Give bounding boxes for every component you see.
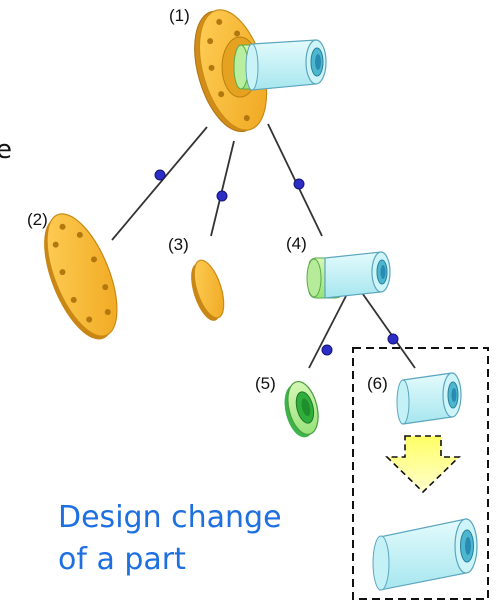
edge-1-4 bbox=[267, 123, 323, 237]
part-node-3: (3) bbox=[168, 235, 225, 321]
left-edge-text-fragment: e bbox=[0, 135, 12, 165]
part-node-4: (4) bbox=[286, 234, 391, 299]
design-change-region-box bbox=[352, 347, 489, 600]
edge-point-1-3 bbox=[216, 190, 228, 202]
node-label-6: (6) bbox=[367, 374, 388, 393]
node-label-3: (3) bbox=[168, 235, 189, 254]
edge-1-3 bbox=[210, 140, 235, 237]
caption-line-2: of a part bbox=[58, 542, 186, 577]
down-arrow-icon bbox=[385, 435, 461, 494]
edge-point-1-4 bbox=[293, 178, 305, 190]
edge-point-4-5 bbox=[321, 344, 333, 356]
edge-4-6 bbox=[359, 289, 416, 369]
modified-part bbox=[372, 518, 478, 591]
edge-1-2 bbox=[111, 126, 208, 241]
node-label-5: (5) bbox=[255, 374, 276, 393]
tree-edges bbox=[111, 123, 416, 369]
edge-point-1-2 bbox=[154, 169, 166, 181]
edge-points bbox=[154, 169, 399, 356]
node-label-1: (1) bbox=[169, 6, 190, 25]
edge-point-4-6 bbox=[387, 333, 399, 345]
part-node-5: (5) bbox=[255, 374, 319, 438]
part-node-1: (1) bbox=[169, 6, 327, 133]
node-label-4: (4) bbox=[286, 234, 307, 253]
edge-4-5 bbox=[308, 295, 347, 369]
node-label-2: (2) bbox=[27, 210, 48, 229]
part-node-2: (2) bbox=[27, 210, 118, 340]
part-node-6: (6) bbox=[367, 372, 462, 425]
caption-line-1: Design change bbox=[58, 500, 282, 535]
